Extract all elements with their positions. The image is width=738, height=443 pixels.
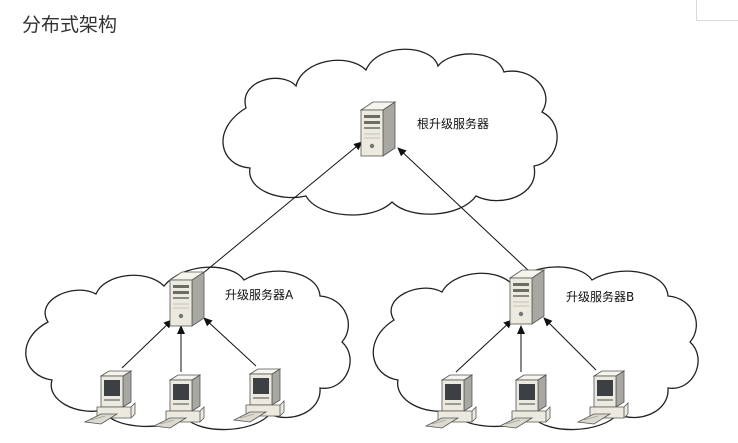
edge-server-b-to-root (397, 147, 531, 273)
edges (121, 141, 597, 373)
node-root-label: 根升级服务器 (417, 116, 489, 131)
node-server-b-label: 升级服务器B (566, 289, 634, 304)
server-tower-icon (509, 269, 545, 325)
server-tower-icon (360, 101, 396, 157)
corner-frame (696, 0, 738, 21)
node-root: 根升级服务器 (360, 101, 489, 157)
edge-client-a3-to-server-a (203, 317, 257, 367)
edge-server-a-to-root (201, 141, 363, 275)
node-server-a-label: 升级服务器A (225, 287, 294, 302)
edge-client-a1-to-server-a (121, 319, 173, 369)
server-tower-icon (169, 271, 205, 327)
edge-client-b1-to-server-b (455, 319, 513, 373)
edge-client-b3-to-server-b (543, 317, 597, 371)
page-title: 分布式架构 (22, 14, 118, 36)
node-server-a: 升级服务器A (169, 271, 294, 327)
node-server-b: 升级服务器B (509, 269, 634, 325)
